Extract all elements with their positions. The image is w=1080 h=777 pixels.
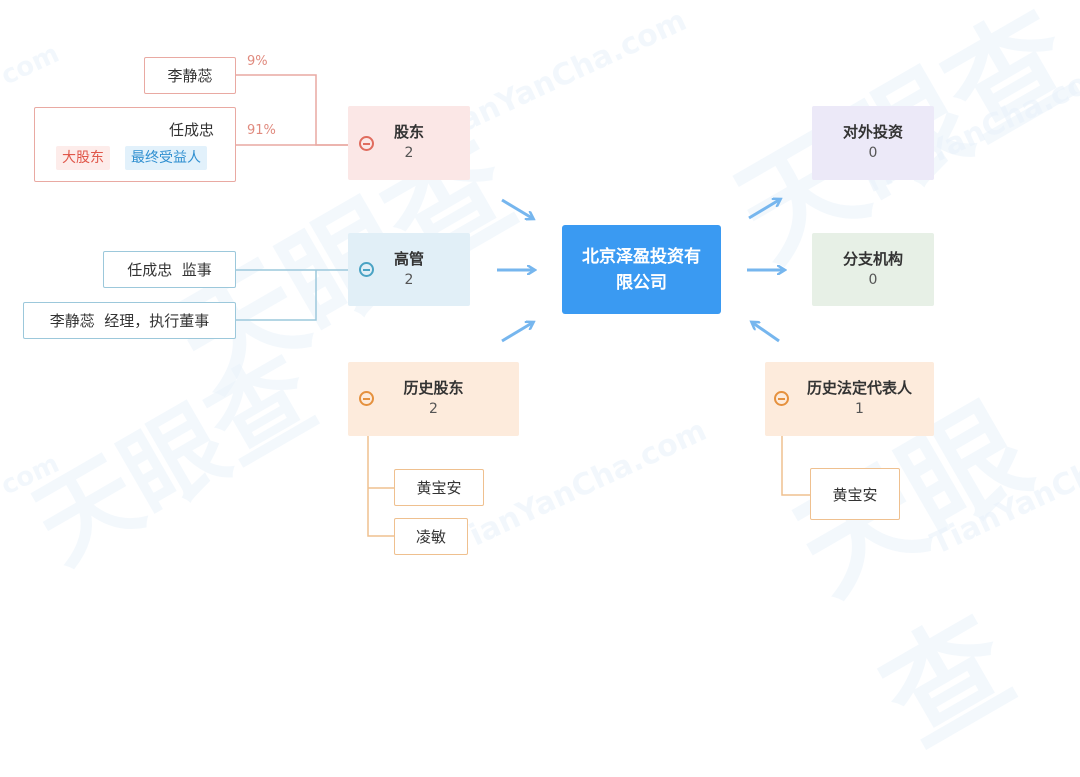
history-shareholder-node[interactable]: 黄宝安 [394,469,484,506]
category-count: 2 [404,271,414,288]
major-shareholder-tag: 大股东 [56,146,110,170]
shareholder-node[interactable]: 李静蕊 [144,57,236,94]
shareholder-node[interactable]: 任成忠 大股东 最终受益人 [34,107,236,182]
history-shareholder-name: 黄宝安 [416,479,462,497]
category-count: 2 [429,401,438,417]
category-executives[interactable]: 高管 2 [348,233,470,306]
history-legal-name: 黄宝安 [832,485,878,504]
category-history-shareholders[interactable]: 历史股东 2 [348,362,519,436]
category-investments[interactable]: 对外投资 0 [812,106,934,180]
company-node[interactable]: 北京泽盈投资有限公司 [562,225,721,314]
company-name: 北京泽盈投资有限公司 [582,246,701,293]
category-label: 股东 [393,123,424,141]
executive-node[interactable]: 李静蕊 经理，执行董事 [23,302,236,339]
history-shareholder-node[interactable]: 凌敏 [394,518,468,555]
arrow-icon [753,323,780,343]
shareholder-name: 任成忠 [168,121,214,139]
arrow-icon [748,200,779,220]
executive-text: 李静蕊 经理，执行董事 [49,312,210,330]
shareholder-name: 李静蕊 [167,67,213,85]
minus-circle-icon[interactable] [359,391,374,406]
category-label: 历史法定代表人 [806,379,912,397]
category-label: 历史股东 [403,379,464,397]
minus-circle-icon[interactable] [359,262,374,277]
category-label: 分支机构 [842,249,903,268]
executive-node[interactable]: 任成忠 监事 [103,251,236,288]
category-branches[interactable]: 分支机构 0 [812,233,934,306]
category-label: 高管 [393,249,424,268]
arrow-icon [501,198,532,218]
connector-lines [236,74,810,537]
category-count: 1 [855,401,864,417]
executive-text: 任成忠 监事 [127,261,212,279]
arrow-icon [501,323,532,343]
category-count: 2 [404,145,414,161]
category-count: 0 [868,271,878,288]
beneficiary-tag: 最终受益人 [125,146,207,170]
history-legal-node[interactable]: 黄宝安 [810,468,900,520]
minus-circle-icon[interactable] [774,391,789,406]
category-count: 0 [868,145,878,161]
history-shareholder-name: 凌敏 [415,528,446,546]
shareholder-percent: 91% [247,123,276,138]
shareholder-percent: 9% [247,54,268,69]
category-label: 对外投资 [842,123,903,141]
minus-circle-icon[interactable] [359,136,374,151]
category-history-legal[interactable]: 历史法定代表人 1 [765,362,934,436]
